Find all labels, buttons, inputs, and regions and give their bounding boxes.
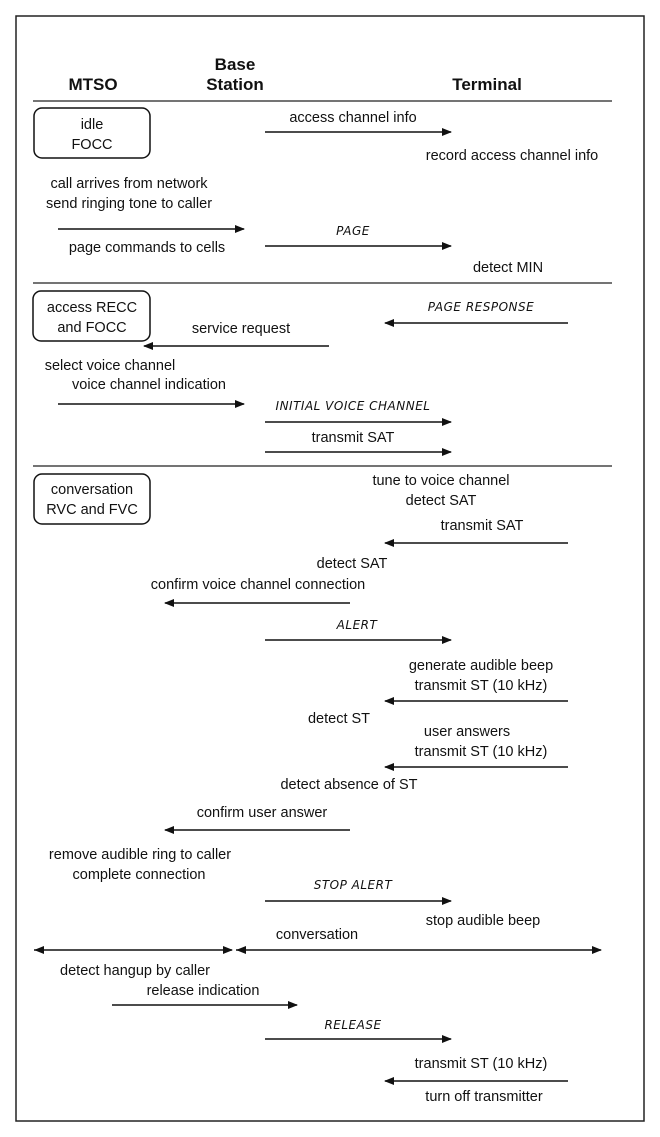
- arrowhead-conversation-mid: [236, 946, 246, 954]
- label-confirm-voice-connection: confirm voice channel connection: [151, 577, 365, 593]
- state-idle-line2: FOCC: [71, 137, 112, 153]
- label-service-request: service request: [192, 321, 290, 337]
- message-page-response: PAGE RESPONSE: [428, 300, 534, 314]
- state-access-line2: and FOCC: [57, 320, 126, 336]
- label-transmit-sat-2: transmit SAT: [441, 518, 524, 534]
- label-tune-voice-channel: tune to voice channel: [372, 473, 509, 489]
- column-header-base-line2: Station: [206, 75, 264, 94]
- arrowhead-conversation-left: [34, 946, 44, 954]
- label-send-ringing: send ringing tone to caller: [46, 196, 212, 212]
- label-voice-channel-indication: voice channel indication: [72, 377, 226, 393]
- state-conversation-line2: RVC and FVC: [46, 502, 138, 518]
- label-detect-hangup: detect hangup by caller: [60, 963, 210, 979]
- label-transmit-st-2: transmit ST (10 kHz): [415, 744, 548, 760]
- label-call-arrives: call arrives from network: [50, 176, 208, 192]
- label-user-answers: user answers: [424, 724, 510, 740]
- state-conversation-line1: conversation: [51, 482, 133, 498]
- label-transmit-st-1: transmit ST (10 kHz): [415, 678, 548, 694]
- column-header-mtso: MTSO: [68, 75, 117, 94]
- label-access-channel-info: access channel info: [289, 110, 416, 126]
- label-detect-absence-st: detect absence of ST: [280, 777, 417, 793]
- label-page-commands: page commands to cells: [69, 240, 225, 256]
- message-stop-alert: STOP ALERT: [314, 878, 394, 892]
- column-header-terminal: Terminal: [452, 75, 522, 94]
- diagram-frame: [15, 15, 645, 1122]
- state-box-idle: idle FOCC: [33, 107, 151, 159]
- label-turn-off-tx: turn off transmitter: [425, 1089, 543, 1105]
- message-page: PAGE: [336, 224, 370, 238]
- label-stop-beep: stop audible beep: [426, 913, 541, 929]
- message-alert: ALERT: [336, 618, 379, 632]
- label-transmit-st-3: transmit ST (10 kHz): [415, 1056, 548, 1072]
- label-remove-ring: remove audible ring to caller: [49, 847, 231, 863]
- message-initial-voice-channel: INITIAL VOICE CHANNEL: [276, 399, 431, 413]
- label-detect-sat-base: detect SAT: [317, 556, 388, 572]
- label-detect-st: detect ST: [308, 711, 370, 727]
- label-complete-connection: complete connection: [73, 867, 206, 883]
- message-release: RELEASE: [324, 1018, 381, 1032]
- state-box-access: access RECC and FOCC: [32, 290, 151, 342]
- label-detect-min: detect MIN: [473, 260, 543, 276]
- column-header-base-line1: Base: [215, 55, 256, 74]
- label-confirm-user-answer: confirm user answer: [197, 805, 328, 821]
- state-idle-line1: idle: [81, 117, 104, 133]
- label-detect-sat-terminal: detect SAT: [406, 493, 477, 509]
- label-transmit-sat-1: transmit SAT: [312, 430, 395, 446]
- state-access-line1: access RECC: [47, 300, 137, 316]
- label-record-access-channel-info: record access channel info: [426, 148, 599, 164]
- label-release-indication: release indication: [147, 983, 260, 999]
- label-select-voice-channel: select voice channel: [45, 358, 176, 374]
- label-generate-beep: generate audible beep: [409, 658, 553, 674]
- label-conversation: conversation: [276, 927, 358, 943]
- state-box-conversation: conversation RVC and FVC: [33, 473, 151, 525]
